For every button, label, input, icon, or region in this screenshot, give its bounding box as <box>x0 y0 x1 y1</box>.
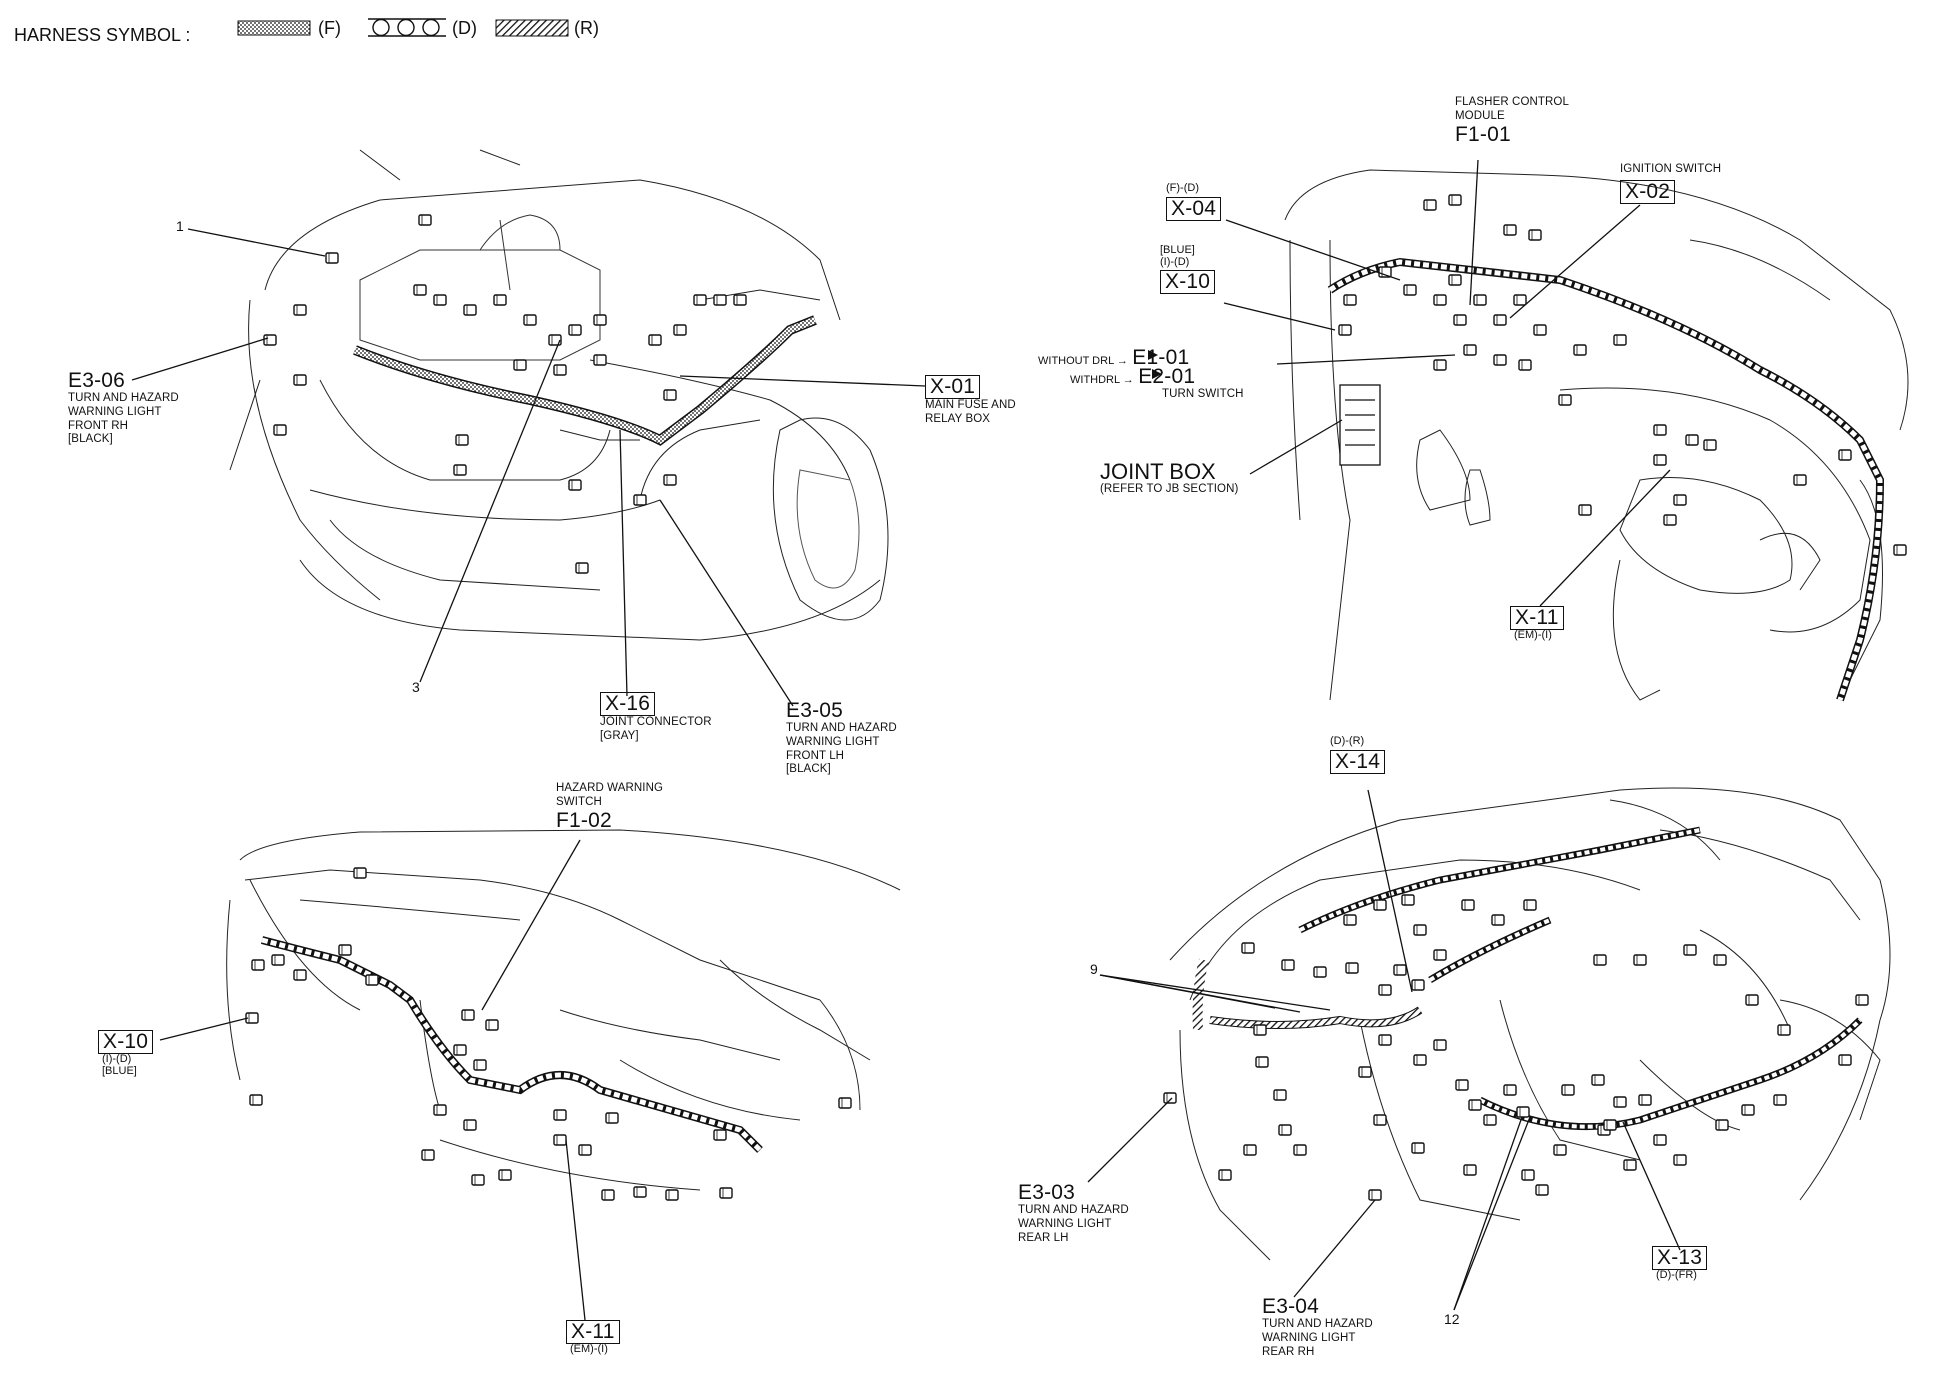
x-16-desc: JOINT CONNECTOR [GRAY] <box>600 716 712 742</box>
e3-06-code: E3-06 <box>68 369 126 392</box>
legend-label-r: (R) <box>574 18 599 38</box>
x-11-panel-tag: (EM)-(I) <box>570 1343 608 1356</box>
rear-harness-main-outline <box>1298 826 1863 1131</box>
x-10-dash-code: X-10 <box>1160 270 1216 295</box>
x-04-code: X-04 <box>1166 196 1222 221</box>
e3-06-label: E3-06 TURN AND HAZARD WARNING LIGHT FRON… <box>68 369 179 447</box>
x-13-code: X-13 <box>1652 1246 1708 1271</box>
dash-arrowheads <box>1148 350 1162 379</box>
panel-harness-chain <box>261 937 762 1152</box>
f1-02-label: HAZARD WARNING SWITCH F1-02 <box>556 782 663 832</box>
x-02-code: X-02 <box>1620 179 1676 204</box>
x-01-code: X-01 <box>925 375 981 400</box>
joint-box-code: JOINT BOX <box>1100 459 1216 484</box>
legend-label-f: (F) <box>318 18 341 38</box>
e3-04-desc: TURN AND HAZARD WARNING LIGHT REAR RH <box>1262 1318 1373 1358</box>
instrument-panel-art <box>226 829 901 1191</box>
x-11-panel-label: X-11 (EM)-(I) <box>566 1320 620 1356</box>
e3-03-label: E3-03 TURN AND HAZARD WARNING LIGHT REAR… <box>1018 1181 1129 1245</box>
panel-connectors <box>245 867 852 1201</box>
x-04-label: (F)-(D) X-04 <box>1166 182 1222 221</box>
x-02-desc: IGNITION SWITCH <box>1620 163 1722 175</box>
x-16-label: X-16 JOINT CONNECTOR [GRAY] <box>600 692 712 744</box>
x-11-panel-code: X-11 <box>566 1320 620 1345</box>
x-16-code: X-16 <box>600 692 656 717</box>
e1-01-label: WITHOUT DRL → E1-01 <box>1038 346 1190 369</box>
x-10-dash-tag: [BLUE] (I)-(D) <box>1160 244 1195 268</box>
f1-02-desc: HAZARD WARNING SWITCH <box>556 782 664 808</box>
callout-12: 12 <box>1444 1311 1460 1327</box>
rear-body-art <box>1169 787 1891 1261</box>
legend-label-d: (D) <box>452 18 477 38</box>
e3-05-label: E3-05 TURN AND HAZARD WARNING LIGHT FRON… <box>786 699 897 777</box>
f1-01-code: F1-01 <box>1455 122 1511 146</box>
e3-03-code: E3-03 <box>1018 1181 1076 1204</box>
e3-06-desc: TURN AND HAZARD WARNING LIGHT FRONT RH [… <box>68 392 179 446</box>
x-01-label: X-01 MAIN FUSE AND RELAY BOX <box>925 375 1016 427</box>
front-leader-lines <box>131 228 926 707</box>
e3-04-label: E3-04 TURN AND HAZARD WARNING LIGHT REAR… <box>1262 1295 1373 1359</box>
callout-9: 9 <box>1090 961 1098 977</box>
x-10-panel-code: X-10 <box>98 1030 154 1055</box>
x-14-tag: (D)-(R) <box>1330 735 1365 747</box>
legend-title: HARNESS SYMBOL : <box>14 25 191 45</box>
legend-symbols <box>237 18 569 37</box>
front-harness-dotted <box>353 316 817 445</box>
x-13-label: X-13 (D)-(FR) <box>1652 1246 1708 1282</box>
joint-box-desc: (REFER TO JB SECTION) <box>1100 483 1239 496</box>
rear-harness-main-chain <box>1299 828 1862 1129</box>
x-11-dash-label: X-11 (EM)-(I) <box>1510 606 1564 642</box>
x-14-code: X-14 <box>1330 749 1386 774</box>
x-10-panel-label: X-10 (I)-(D) [BLUE] <box>98 1030 154 1077</box>
e2-01-label: WITHDRL → E2-01 TURN SWITCH <box>1070 365 1244 402</box>
x-04-tag: (F)-(D) <box>1166 182 1199 194</box>
e2-01-desc: TURN SWITCH <box>1162 388 1244 401</box>
x-11-dash-tag: (EM)-(I) <box>1514 629 1552 642</box>
e2-01-prefix: WITHDRL → <box>1070 374 1134 386</box>
front-engine-bay-art <box>229 149 889 641</box>
dash-connectors <box>1338 194 1907 556</box>
rear-harness-hatched <box>1209 1007 1422 1028</box>
f1-01-desc: FLASHER CONTROL MODULE <box>1455 96 1569 122</box>
e2-01-code: E2-01 <box>1138 365 1196 388</box>
callout-3: 3 <box>412 679 420 695</box>
panel-leader-lines <box>159 839 586 1321</box>
x-10-panel-tag: (I)-(D) [BLUE] <box>102 1053 137 1077</box>
x-11-dash-code: X-11 <box>1510 606 1564 631</box>
rear-leader-lines <box>1087 789 1681 1311</box>
dash-harness-chain <box>1328 259 1883 701</box>
rear-hatched-segment <box>1192 958 1209 1031</box>
x-13-tag: (D)-(FR) <box>1656 1269 1697 1282</box>
dashboard-art <box>1284 169 1909 701</box>
x-10-dash-label: [BLUE] (I)-(D) X-10 <box>1160 244 1216 295</box>
dash-leader-lines <box>1223 159 1671 607</box>
panel-harness-outline <box>260 936 763 1153</box>
joint-box-label: JOINT BOX (REFER TO JB SECTION) <box>1100 460 1238 497</box>
e1-01-code: E1-01 <box>1132 346 1190 369</box>
e3-05-desc: TURN AND HAZARD WARNING LIGHT FRONT LH [… <box>786 722 897 776</box>
x-14-label: (D)-(R) X-14 <box>1330 735 1386 774</box>
callout-1: 1 <box>176 218 184 234</box>
joint-box-shape <box>1339 384 1381 466</box>
x-01-desc: MAIN FUSE AND RELAY BOX <box>925 399 1016 425</box>
x-02-label: IGNITION SWITCH X-02 <box>1620 163 1721 204</box>
f1-01-label: FLASHER CONTROL MODULE F1-01 <box>1455 96 1569 146</box>
e1-01-prefix: WITHOUT DRL → <box>1038 355 1128 367</box>
e3-03-desc: TURN AND HAZARD WARNING LIGHT REAR LH <box>1018 1204 1129 1244</box>
e3-04-code: E3-04 <box>1262 1295 1320 1318</box>
e3-05-code: E3-05 <box>786 699 844 722</box>
f1-02-code: F1-02 <box>556 808 612 832</box>
